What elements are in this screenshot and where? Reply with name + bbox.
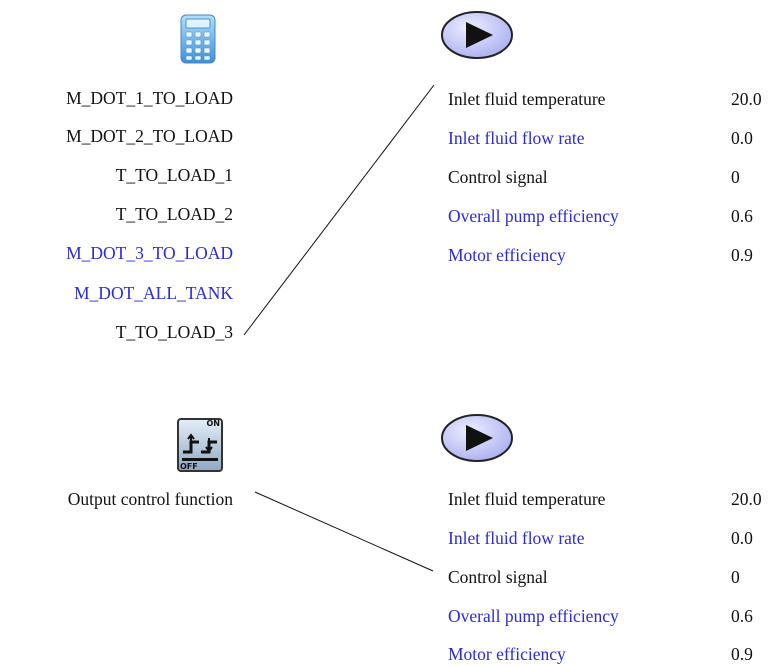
output-m-dot-1-to-load[interactable]: M_DOT_1_TO_LOAD (66, 88, 233, 108)
off-label: OFF (180, 462, 198, 471)
output-t-to-load-3[interactable]: T_TO_LOAD_3 (115, 322, 233, 342)
output-t-to-load-2[interactable]: T_TO_LOAD_2 (115, 204, 233, 224)
on-off-controller-icon[interactable]: ON OFF (177, 418, 223, 472)
value-inlet-fluid-temperature: 20.0 (731, 89, 762, 109)
value-inlet-fluid-flow-rate: 0.0 (731, 128, 753, 148)
input-motor-efficiency[interactable]: Motor efficiency (448, 644, 566, 664)
output-m-dot-3-to-load[interactable]: M_DOT_3_TO_LOAD (66, 243, 233, 263)
output-control-function[interactable]: Output control function (67, 489, 233, 509)
connection-line-bottom[interactable] (254, 491, 434, 572)
input-control-signal[interactable]: Control signal (448, 567, 548, 587)
value-control-signal: 0 (731, 167, 740, 187)
input-inlet-fluid-temperature[interactable]: Inlet fluid temperature (448, 89, 606, 109)
value-control-signal: 0 (731, 567, 740, 587)
pump-play-icon[interactable] (440, 413, 516, 463)
connection-line-top[interactable] (243, 84, 435, 336)
input-control-signal[interactable]: Control signal (448, 167, 548, 187)
pump-play-icon[interactable] (440, 10, 516, 60)
on-label: ON (206, 419, 221, 428)
input-inlet-fluid-flow-rate[interactable]: Inlet fluid flow rate (448, 528, 585, 548)
value-inlet-fluid-temperature: 20.0 (731, 489, 762, 509)
input-inlet-fluid-flow-rate[interactable]: Inlet fluid flow rate (448, 128, 585, 148)
input-overall-pump-efficiency[interactable]: Overall pump efficiency (448, 606, 619, 626)
value-motor-efficiency: 0.9 (731, 644, 753, 664)
input-motor-efficiency[interactable]: Motor efficiency (448, 245, 566, 265)
input-inlet-fluid-temperature[interactable]: Inlet fluid temperature (448, 489, 606, 509)
output-m-dot-all-tank[interactable]: M_DOT_ALL_TANK (74, 283, 233, 303)
input-overall-pump-efficiency[interactable]: Overall pump efficiency (448, 206, 619, 226)
output-m-dot-2-to-load[interactable]: M_DOT_2_TO_LOAD (66, 126, 233, 146)
calculator-icon[interactable] (180, 14, 216, 64)
value-overall-pump-efficiency: 0.6 (731, 606, 753, 626)
value-overall-pump-efficiency: 0.6 (731, 206, 753, 226)
output-t-to-load-1[interactable]: T_TO_LOAD_1 (115, 165, 233, 185)
value-inlet-fluid-flow-rate: 0.0 (731, 528, 753, 548)
value-motor-efficiency: 0.9 (731, 245, 753, 265)
